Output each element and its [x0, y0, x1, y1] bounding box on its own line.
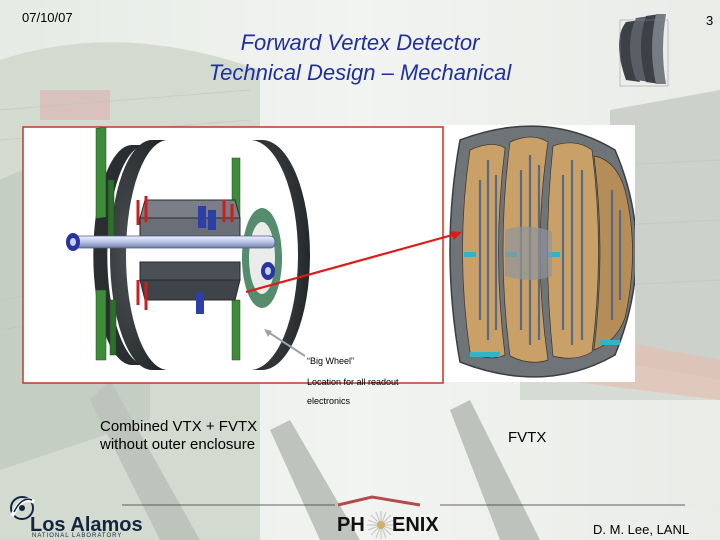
- vtx-fvtx-image: [22, 126, 444, 384]
- lab-subtitle: NATIONAL LABORATORY: [32, 533, 123, 539]
- lab-name: Los Alamos: [30, 514, 143, 536]
- phenix-logo-left: PH: [337, 514, 365, 536]
- caption-left-line-2: without outer enclosure: [100, 436, 256, 453]
- los-alamos-logo-icon: [10, 496, 36, 520]
- annotation-line-3: electronics: [307, 396, 351, 406]
- phenix-logo-right: ENIX: [392, 514, 439, 536]
- slide-date: 07/10/07: [22, 10, 73, 25]
- slide-title-line-1: Forward Vertex Detector: [240, 30, 480, 55]
- fvtx-thumbnail: [619, 14, 669, 87]
- fvtx-image: [445, 125, 635, 382]
- caption-right: FVTX: [508, 429, 547, 446]
- annotation-line-2: Location for all readout: [307, 377, 399, 387]
- author: D. M. Lee, LANL: [593, 522, 690, 537]
- slide-title-line-2: Technical Design – Mechanical: [208, 60, 512, 85]
- phenix-star-icon: [367, 511, 395, 539]
- caption-left: Combined VTX + FVTX without outer enclos…: [100, 418, 320, 454]
- caption-left-line-1: Combined VTX + FVTX: [100, 418, 258, 435]
- phenix-top-swoosh: [337, 495, 421, 507]
- big-wheel-pointer-icon: [264, 329, 306, 357]
- page-number: 3: [706, 13, 714, 28]
- annotation-line-1: “Big Wheel”: [307, 356, 355, 366]
- red-arrow-icon: [245, 231, 462, 294]
